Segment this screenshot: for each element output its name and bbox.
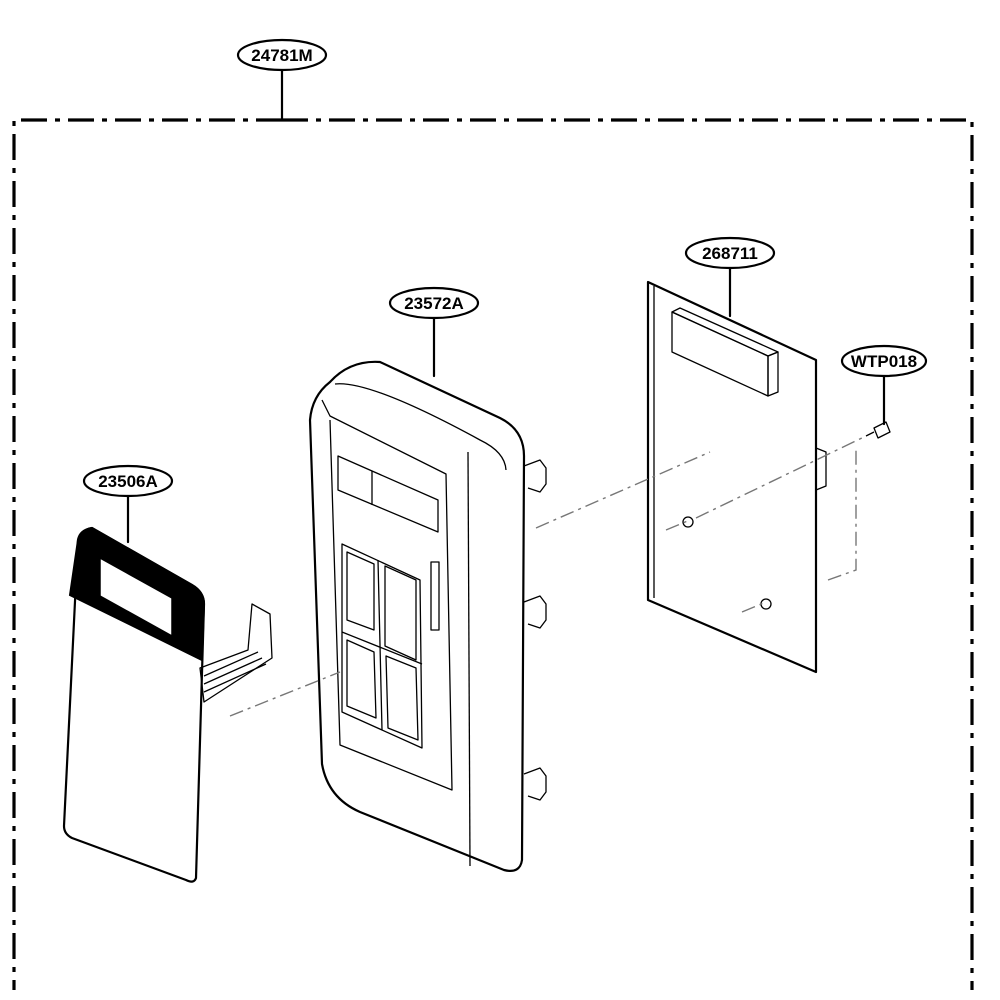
pcb-part	[646, 280, 827, 674]
label-screw-text: WTP018	[851, 352, 917, 371]
control-panel-part	[308, 360, 547, 872]
label-screw: WTP018	[840, 344, 928, 426]
label-assembly-text: 24781M	[251, 46, 312, 65]
screw-part	[865, 421, 891, 439]
label-control-panel: 23572A	[388, 286, 480, 378]
membrane-keypad-part	[62, 526, 273, 883]
assembly-boundary	[12, 68, 974, 990]
label-pcb-text: 268711	[702, 244, 758, 263]
assembly-guide-lines	[229, 435, 867, 717]
label-assembly: 24781M	[236, 38, 328, 72]
label-pcb: 268711	[684, 236, 776, 318]
label-membrane-keypad-text: 23506A	[98, 472, 158, 491]
label-membrane-keypad: 23506A	[82, 464, 174, 544]
label-control-panel-text: 23572A	[404, 294, 464, 313]
